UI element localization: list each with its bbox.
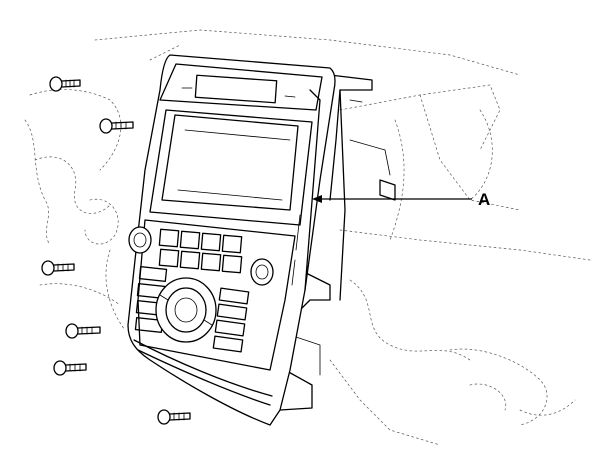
mounting-screw xyxy=(157,409,191,425)
screw-group xyxy=(41,76,191,425)
mounting-screw xyxy=(99,118,134,134)
center-mode-dial xyxy=(155,277,217,343)
right-button-stack xyxy=(212,287,250,353)
mounting-screw xyxy=(41,260,75,276)
mounting-screw xyxy=(65,323,101,339)
mounting-screw xyxy=(49,76,81,92)
right-tuning-knob xyxy=(250,258,274,286)
mounting-bracket-rear xyxy=(279,74,396,411)
callout-label-a: A xyxy=(478,190,490,209)
climate-button-row-upper xyxy=(158,228,243,274)
callout-a: A xyxy=(312,190,490,209)
audio-head-unit xyxy=(127,54,336,426)
left-volume-knob xyxy=(128,226,152,254)
mounting-screw xyxy=(53,360,87,376)
callout-arrowhead xyxy=(312,195,322,203)
